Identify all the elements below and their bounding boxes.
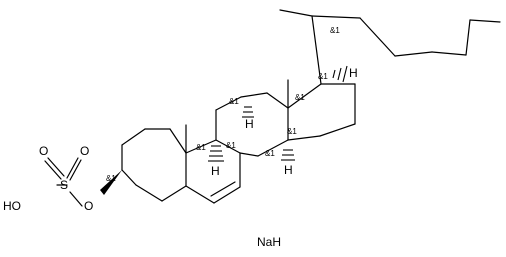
ring-a-bonds [121,128,187,202]
counterion-label: NaH [257,235,281,249]
ring-d-bonds [287,83,356,141]
stereo-marker-c17: &1 [318,72,328,81]
oxo-oxygen-right-label: O [80,144,89,158]
side-chain-bonds [185,9,501,154]
wedge-bond-c3-o [100,170,122,195]
stereo-marker-c13: &1 [295,93,305,102]
hydrogen-c8-label: H [211,164,220,178]
hashed-bonds [208,65,348,162]
sulfur-label: S [60,178,68,192]
stereo-marker-c9: &1 [226,141,236,150]
hydrogen-c14-label: H [284,163,293,177]
hydrogen-c9-label: H [245,117,254,131]
stereo-marker-c10: &1 [196,143,206,152]
hydrogen-c17-label: H [349,66,358,80]
stereo-marker-c3: &1 [106,174,116,183]
ring-c-bonds [215,92,289,157]
ring-b-bonds [185,139,241,204]
double-bond-c5-c6 [210,181,236,197]
hydroxyl-label: HO [3,199,21,213]
ester-oxygen-label: O [84,199,93,213]
stereo-marker-c14: &1 [265,149,275,158]
stereo-marker-c20: &1 [330,26,340,35]
stereo-marker-c8: &1 [229,97,239,106]
stereo-marker-c14b: &1 [287,127,297,136]
sulfate-bonds [44,157,83,207]
oxo-oxygen-left-label: O [39,144,48,158]
